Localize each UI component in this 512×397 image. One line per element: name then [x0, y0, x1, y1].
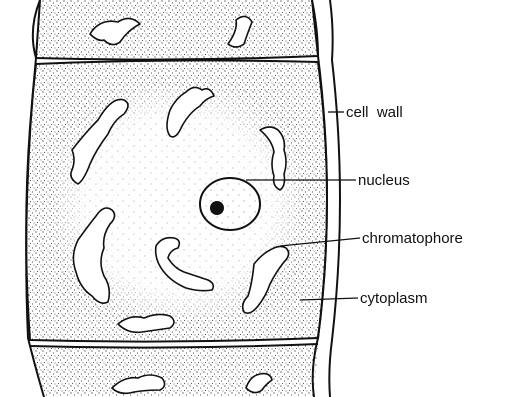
label-nucleus: nucleus: [358, 172, 410, 189]
nucleolus: [210, 201, 224, 215]
label-cell-wall: cell wall: [346, 104, 403, 121]
upper-adjacent-cell: [36, 0, 318, 60]
nucleus: [200, 178, 260, 230]
lower-adjacent-cell: [30, 344, 318, 397]
label-cytoplasm: cytoplasm: [360, 290, 428, 307]
label-chromatophore: chromatophore: [362, 230, 463, 247]
main-cell: [26, 60, 327, 341]
